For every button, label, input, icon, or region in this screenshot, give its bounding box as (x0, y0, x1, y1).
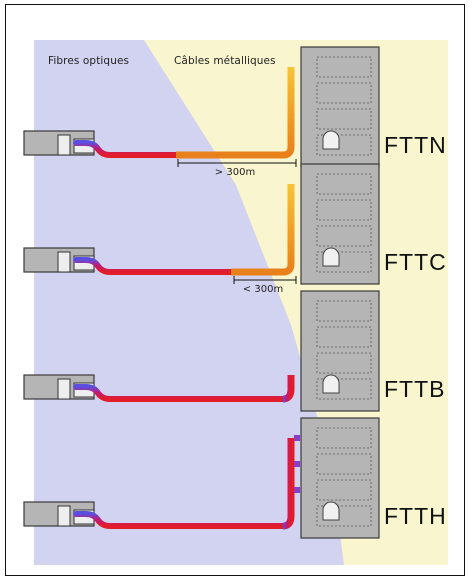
distance-label: < 300m (243, 284, 283, 295)
distance-measure (177, 159, 297, 167)
distance-measure (233, 276, 297, 284)
fiber-zone-header: Fibres optiques (48, 55, 130, 67)
floor-outline (316, 108, 372, 130)
floor-outline (316, 56, 372, 78)
row-fttn: > 300m FTTN (23, 46, 447, 178)
central-office-door (57, 378, 71, 400)
row-label: FTTN (384, 132, 447, 158)
floor-outline (316, 479, 372, 501)
distribution-cabinet (322, 501, 340, 521)
building (300, 290, 380, 412)
floor-outline (316, 505, 372, 527)
building (300, 417, 380, 539)
row-label: FTTB (384, 376, 446, 402)
row-ftth: FTTH (23, 417, 447, 539)
floor-outline (316, 326, 372, 348)
floor-outline (316, 173, 372, 195)
row-label: FTTC (384, 249, 447, 275)
distance-label: > 300m (215, 167, 255, 178)
fiber-cable (73, 384, 286, 402)
floor-outline (316, 427, 372, 449)
building (300, 163, 380, 285)
distribution-cabinet (322, 247, 340, 267)
copper-cable (231, 184, 295, 276)
row-fttc: < 300m FTTC (23, 163, 447, 295)
copper-cable (176, 67, 295, 159)
fiber-riser (282, 375, 295, 403)
floor-outline (316, 378, 372, 400)
fiber-cable (73, 257, 234, 275)
floor-outline (316, 453, 372, 475)
fiber-cable (73, 511, 286, 529)
floor-outline (316, 251, 372, 273)
floor-outline (316, 199, 372, 221)
fiber-riser (282, 438, 295, 530)
floor-outline (316, 352, 372, 374)
fiber-cable (73, 140, 179, 158)
floor-outline (316, 134, 372, 156)
diagram-frame: > 300m FTTN < 300m FTTC FTTB FTTH Fibres opti… (5, 4, 465, 576)
distribution-cabinet (322, 374, 340, 394)
distribution-cabinet (322, 130, 340, 150)
floor-outline (316, 225, 372, 247)
floor-outline (316, 82, 372, 104)
central-office-door (57, 505, 71, 527)
building (300, 46, 380, 168)
copper-zone-header: Câbles métalliques (174, 55, 276, 67)
floor-outline (316, 300, 372, 322)
central-office-door (57, 134, 71, 156)
fiber-zone (34, 40, 344, 565)
row-label: FTTH (384, 503, 447, 529)
central-office-door (57, 251, 71, 273)
fttx-diagram: > 300m FTTN < 300m FTTC FTTB FTTH (23, 40, 448, 565)
row-fttb: FTTB (23, 290, 446, 412)
